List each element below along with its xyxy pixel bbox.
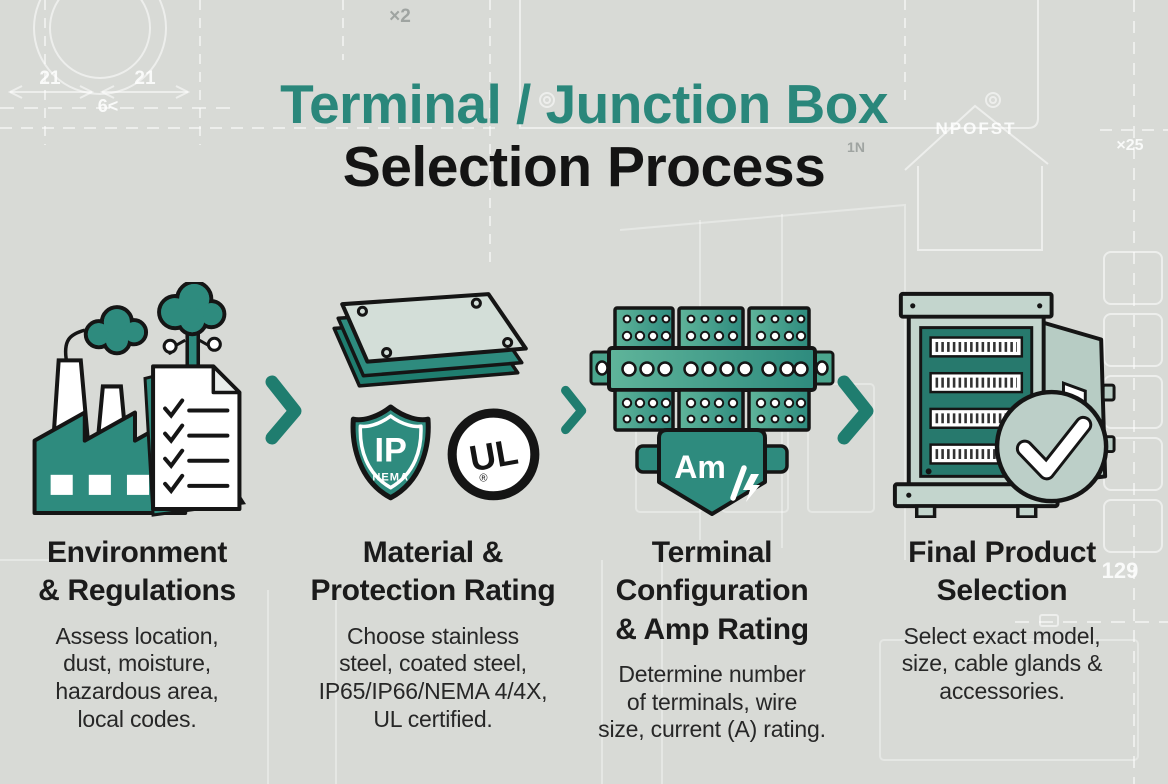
step3-heading: Terminal Configuration & Amp Rating [615,536,809,646]
step4-heading: Final Product Selection [908,536,1096,608]
factory-tree-checklist-icon [32,282,246,517]
ul-mark-label: UL [466,431,521,480]
bg-six-mark: 6< [98,96,119,116]
bg-1n-label: 1N [847,139,865,155]
step3-description: Determine number of terminals, wire size… [598,661,826,743]
bg-npofst-label: NPOFST [936,119,1017,138]
arrow-2-col [560,280,588,446]
step4-description: Select exact model, size, cable glands &… [901,622,1103,704]
chevron-right-icon [265,375,302,445]
title-line-1: Terminal / Junction Box [280,73,888,135]
step2-description: Choose stainless steel, coated steel, IP… [318,622,548,732]
bg-129-label: 129 [1102,558,1139,583]
step1-icon-area [26,280,248,518]
step1-description: Assess location, dust, moisture, hazardo… [55,622,219,732]
terminal-blocks-amp-icon: Am [589,306,835,516]
page-title: Terminal / Junction Box Selection Proces… [0,73,1168,199]
step3-icon-area: Am [587,280,837,518]
bg-dim-label-left: 21 [39,68,61,89]
step-environment-regulations: Environment & Regulations Assess locatio… [12,280,262,733]
title-line-2: Selection Process [342,134,826,199]
junction-box-check-icon [892,291,1116,518]
amp-badge-label: Am [674,449,726,485]
arrow-3-col [836,280,876,446]
ip-shield-label: IP [374,431,406,469]
step4-icon-area [880,280,1124,518]
chevron-right-icon [837,375,874,445]
bg-x25-label: ×25 [1116,137,1143,154]
ul-registered-mark: ® [479,473,487,485]
step2-icon-area: IP NEMA UL ® [312,280,554,518]
step-terminal-amp: Am Terminal Configuration & Amp Rating D… [588,280,836,744]
step-material-protection: IP NEMA UL ® Material & Protection Ratin… [306,280,560,733]
bg-dim-label-right: 21 [134,68,156,89]
step2-heading: Material & Protection Rating [310,536,556,608]
nema-shield-label: NEMA [372,472,409,484]
process-steps: Environment & Regulations Assess locatio… [12,280,1156,744]
step1-heading: Environment & Regulations [38,536,236,608]
chevron-right-icon [561,385,587,435]
bg-times2-label: ×2 [389,6,411,27]
arrow-1-col [262,280,306,446]
metal-plates-ip-ul-icon: IP NEMA UL ® [332,292,540,501]
step-final-product: Final Product Selection Select exact mod… [876,280,1128,706]
